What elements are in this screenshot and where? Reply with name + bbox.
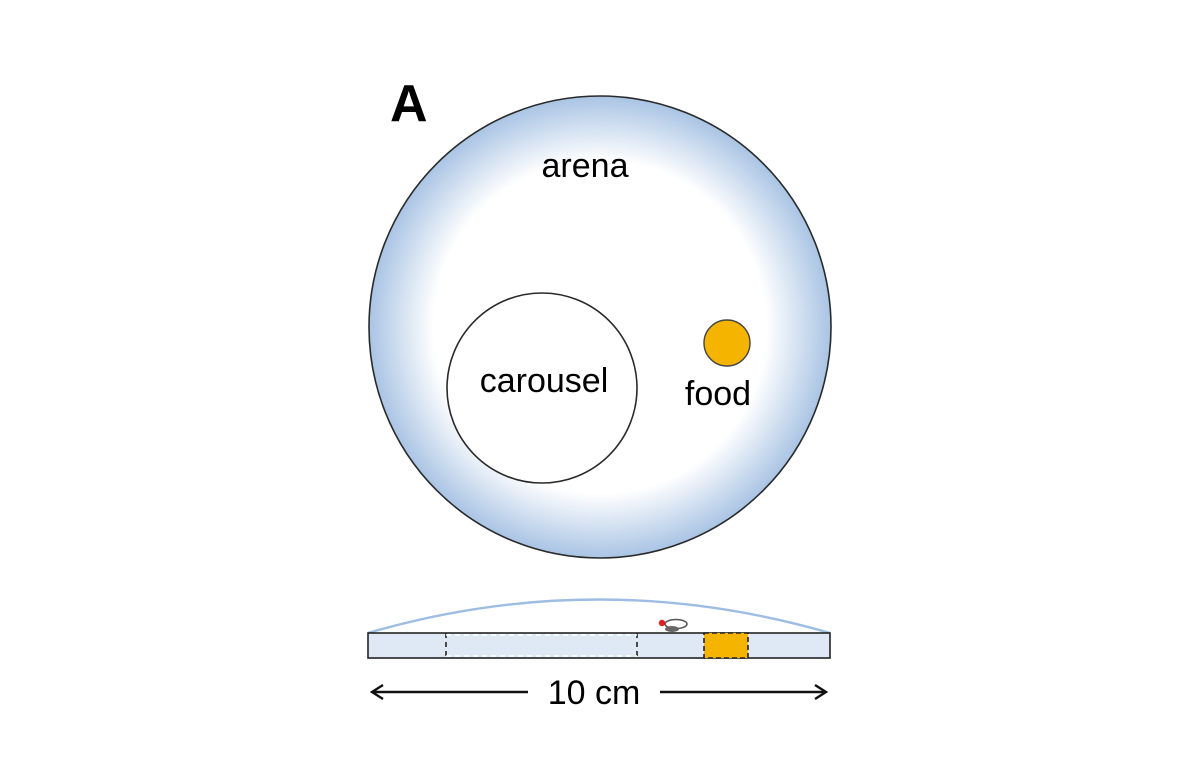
panel-label: A <box>390 75 428 133</box>
arena-label: arena <box>542 147 629 185</box>
side-view-food <box>703 632 749 659</box>
food-label: food <box>685 375 751 413</box>
side-view-base <box>367 632 831 659</box>
food-dot <box>703 319 751 367</box>
fly-icon <box>658 618 688 632</box>
scale-label: 10 cm <box>548 674 641 712</box>
carousel-circle <box>446 292 638 484</box>
side-view-dome <box>367 598 831 635</box>
carousel-label: carousel <box>480 362 609 400</box>
